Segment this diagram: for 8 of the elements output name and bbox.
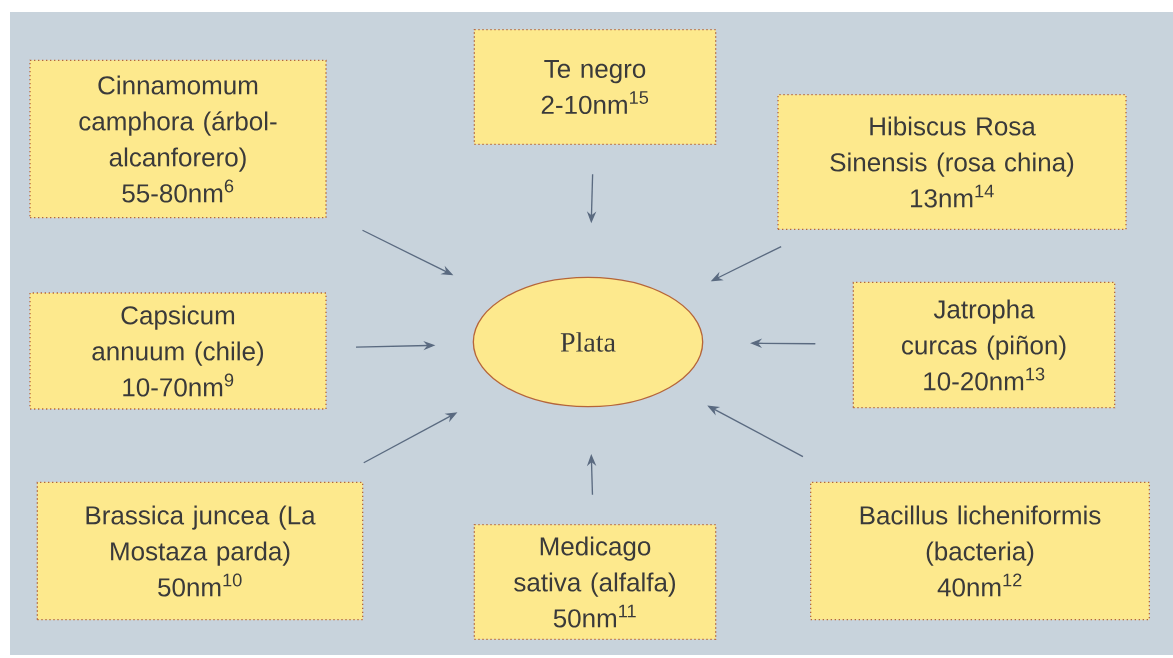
- species-box: Medicago sativa (alfalfa) 50nm$^{11}$: [473, 524, 717, 640]
- species-box: Brassica juncea (La Mostaza parda) 50nm$^{10}$: [36, 481, 364, 621]
- species-box: Te negro 2-10nm$^{15}$: [473, 29, 717, 145]
- species-box: Jatropha curcas (piñon) 10-20nm$^{13}$: [852, 281, 1116, 409]
- species-box: Capsicum annuum (chile) 10-70nm$^{9}$: [29, 292, 327, 410]
- species-box: Cinnamomum camphora (árbol-alcanforero) 55-80nm$^{6}$: [29, 59, 327, 219]
- species-box: Hibiscus Rosa Sinensis (rosa china) 13nm$^{14}$: [777, 94, 1127, 230]
- species-box: Bacillus licheniformis (bacteria) 40nm$^{12}$: [810, 481, 1150, 621]
